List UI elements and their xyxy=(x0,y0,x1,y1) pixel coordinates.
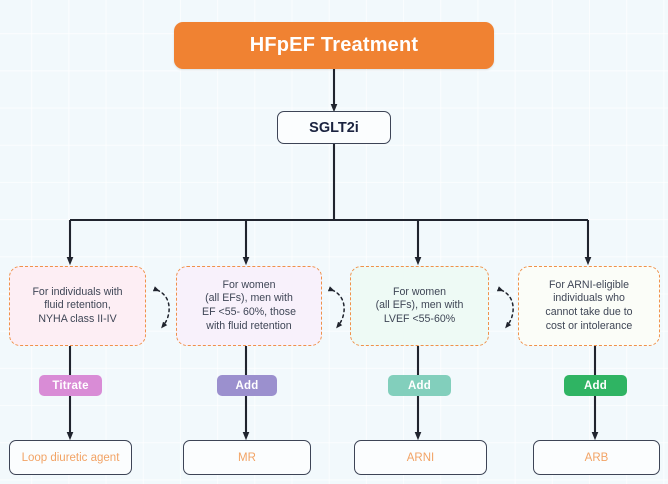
stage-node-sglt2i[interactable]: SGLT2i xyxy=(277,111,391,144)
root-node-label: HFpEF Treatment xyxy=(249,34,419,56)
criteria-label: For individuals with fluid retention, NY… xyxy=(32,285,123,325)
action-badge-add-arni[interactable]: Add xyxy=(388,375,451,396)
criteria-box-women-lvef[interactable]: For women (all EFs), men with LVEF <55-6… xyxy=(350,266,489,346)
action-badge-label: Add xyxy=(408,379,431,392)
action-badge-label: Titrate xyxy=(52,379,89,392)
link-crit-3-crit-4 xyxy=(496,286,514,329)
criteria-label: For women (all EFs), men with LVEF <55-6… xyxy=(375,285,464,325)
stage-node-label: SGLT2i xyxy=(309,119,359,136)
criteria-box-arni-ineligible[interactable]: For ARNI-eligible individuals who cannot… xyxy=(518,266,660,346)
criteria-box-fluid-retention[interactable]: For individuals with fluid retention, NY… xyxy=(9,266,146,346)
link-crit-1-crit-2 xyxy=(152,286,170,329)
drug-node-loop-diuretic-agent[interactable]: Loop diuretic agent xyxy=(9,440,132,475)
criteria-label: For ARNI-eligible individuals who cannot… xyxy=(545,278,633,332)
drug-node-label: ARB xyxy=(584,451,609,464)
action-badge-add-mr[interactable]: Add xyxy=(217,375,277,396)
action-badge-label: Add xyxy=(584,379,607,392)
criteria-box-women-ef-fluid[interactable]: For women (all EFs), men with EF <55- 60… xyxy=(176,266,322,346)
action-badge-titrate[interactable]: Titrate xyxy=(39,375,102,396)
drug-node-mr[interactable]: MR xyxy=(183,440,311,475)
link-crit-2-crit-3 xyxy=(327,286,345,329)
action-badge-label: Add xyxy=(235,379,259,392)
drug-node-label: MR xyxy=(238,451,256,464)
criteria-label: For women (all EFs), men with EF <55- 60… xyxy=(202,278,296,332)
drug-node-arni[interactable]: ARNI xyxy=(354,440,487,475)
drug-node-label: Loop diuretic agent xyxy=(21,451,120,464)
root-node-hfpef-treatment[interactable]: HFpEF Treatment xyxy=(174,22,494,69)
drug-node-arb[interactable]: ARB xyxy=(533,440,660,475)
drug-node-label: ARNI xyxy=(406,451,435,464)
action-badge-add-arb[interactable]: Add xyxy=(564,375,627,396)
